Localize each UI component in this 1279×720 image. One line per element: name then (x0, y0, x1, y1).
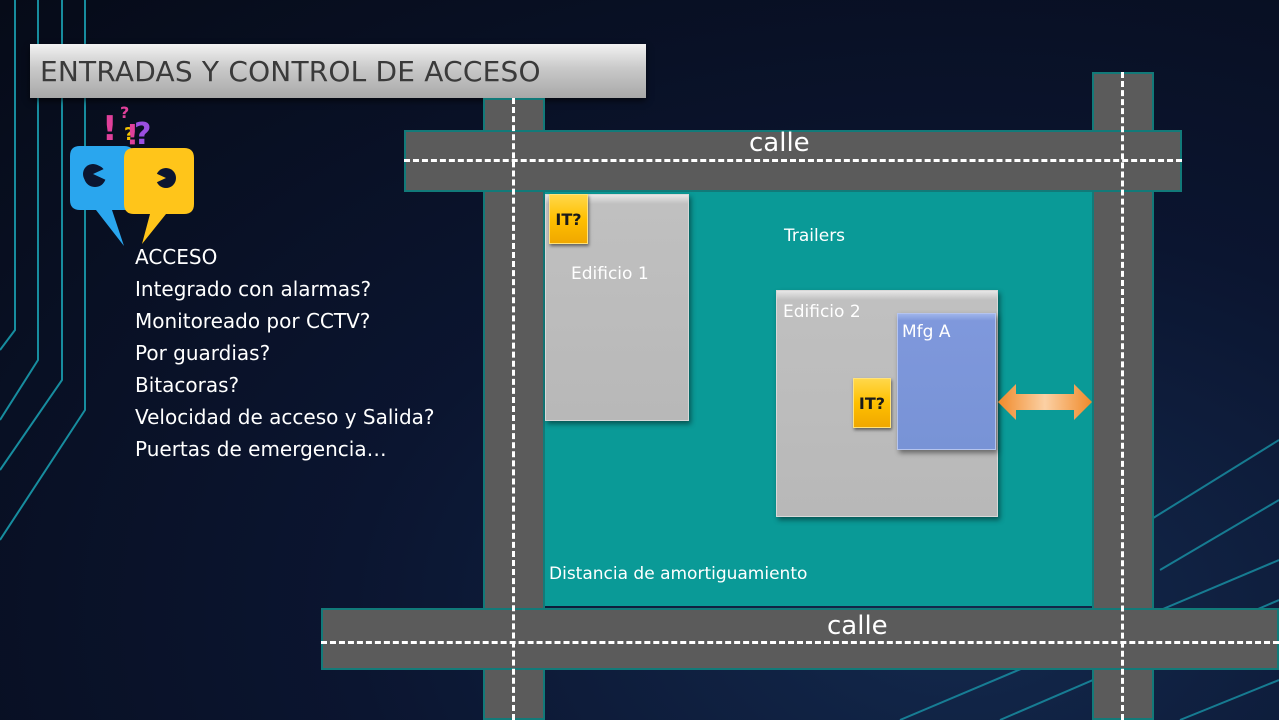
list-item: Bitacoras? (135, 373, 240, 397)
lane-marking (1121, 72, 1124, 720)
street-label-bottom: calle (827, 611, 888, 641)
lane-marking (512, 98, 515, 720)
list-item: Puertas de emergencia… (135, 437, 387, 461)
it-badge: IT? (853, 378, 891, 428)
street-label-top: calle (749, 128, 810, 158)
trailers-label: Trailers (784, 226, 846, 246)
svg-text:?: ? (120, 104, 129, 122)
svg-text:!: ! (126, 118, 139, 151)
list-item: ACCESO (135, 245, 218, 269)
mfg-area-label: Mfg A (902, 322, 951, 342)
question-bubbles-icon: ! ? ? ? ! (70, 104, 194, 246)
list-item: Velocidad de acceso y Salida? (135, 405, 435, 429)
road-horizontal-bottom (321, 608, 1279, 670)
it-badge: IT? (549, 194, 588, 244)
lane-marking (404, 159, 1182, 162)
svg-text:?: ? (124, 124, 134, 145)
buffer-zone-label: Distancia de amortiguamiento (549, 564, 808, 584)
lane-marking (321, 641, 1279, 644)
access-questions-list: ACCESO Integrado con alarmas? Monitoread… (135, 241, 435, 465)
list-item: Integrado con alarmas? (135, 277, 372, 301)
double-arrow-icon (998, 384, 1092, 420)
mfg-area (897, 313, 996, 450)
svg-text:?: ? (134, 117, 151, 152)
slide-title-bar: ENTRADAS Y CONTROL DE ACCESO (30, 44, 646, 98)
building-2-label: Edificio 2 (783, 302, 861, 322)
list-item: Monitoreado por CCTV? (135, 309, 371, 333)
svg-text:!: ! (102, 109, 118, 149)
building-1-label: Edificio 1 (571, 264, 649, 284)
slide-title: ENTRADAS Y CONTROL DE ACCESO (40, 54, 541, 88)
list-item: Por guardias? (135, 341, 271, 365)
